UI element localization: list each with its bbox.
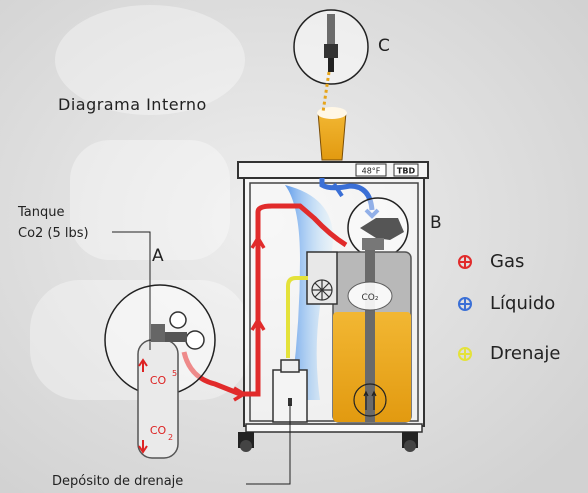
tank-label-line2: Co2 (5 lbs) [18, 226, 89, 241]
label-a: A [152, 246, 164, 266]
co2-bubble-icon: CO₂ [347, 281, 393, 311]
fan-icon [311, 279, 333, 301]
keg-coupler-icon [360, 218, 404, 250]
cylinder-co2-top-mark: CO [150, 374, 167, 387]
label-b: B [430, 213, 442, 233]
legend-item-liquid: Líquido [458, 293, 555, 314]
diagram-title: Diagrama Interno [58, 95, 207, 114]
legend-label-liquid: Líquido [490, 293, 556, 314]
brand-badge-text: TBD [397, 167, 416, 176]
drain-line [286, 276, 308, 358]
svg-text:CO₂: CO₂ [362, 293, 379, 303]
drain-leader-line [246, 404, 291, 485]
legend-item-gas: Gas [458, 251, 524, 272]
tap-faucet-icon [324, 14, 338, 72]
drain-reservoir-label: Depósito de drenaje [52, 474, 184, 489]
legend-item-drain: Drenaje [458, 343, 560, 364]
cylinder-co2-bottom-mark: CO [150, 424, 167, 437]
temp-display-text: 48°F [362, 167, 381, 176]
svg-text:2: 2 [168, 433, 173, 442]
gas-legend-icon [458, 254, 472, 269]
keg-icon [332, 250, 412, 423]
svg-text:5: 5 [172, 369, 177, 378]
label-c: C [378, 36, 390, 56]
tank-leader-line [112, 231, 151, 350]
beer-glass-icon [317, 107, 347, 161]
tank-label-line1: Tanque [18, 205, 65, 220]
regulator-icon [165, 311, 205, 350]
brand-badge [393, 163, 419, 177]
liquid-line [319, 178, 375, 211]
gas-line [181, 203, 348, 397]
legend-label-drain: Drenaje [490, 343, 561, 364]
drain-legend-icon [458, 346, 472, 361]
co2-cylinder-icon [137, 324, 179, 459]
liquid-legend-icon [458, 296, 472, 311]
legend-label-gas: Gas [490, 251, 525, 272]
beer-pour-stream [321, 71, 331, 113]
temp-display [355, 163, 387, 177]
